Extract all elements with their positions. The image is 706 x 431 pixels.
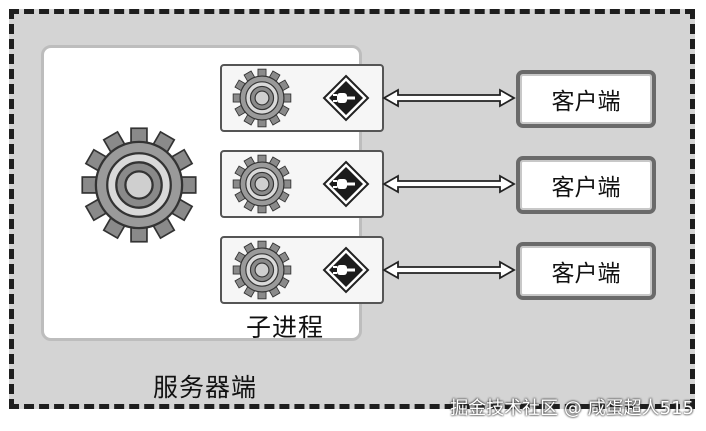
socket-plug-icon <box>323 247 369 293</box>
socket-plug-icon <box>323 75 369 121</box>
child-process-box <box>220 150 384 218</box>
bidirectional-arrow <box>383 175 515 193</box>
child-process-box <box>220 64 384 132</box>
client-box: 客户端 <box>516 70 656 128</box>
gear-icon <box>232 240 292 300</box>
bidirectional-arrow <box>383 89 515 107</box>
socket-plug-icon <box>323 161 369 207</box>
client-box: 客户端 <box>516 242 656 300</box>
client-box: 客户端 <box>516 156 656 214</box>
child-process-box <box>220 236 384 304</box>
server-label: 服务器端 <box>153 373 258 402</box>
gear-icon <box>81 127 197 243</box>
child-process-label: 子进程 <box>246 313 325 342</box>
gear-icon <box>232 68 292 128</box>
watermark: 掘金技术社区 @ 咸蛋超人515 <box>450 398 694 419</box>
gear-icon <box>232 154 292 214</box>
bidirectional-arrow <box>383 261 515 279</box>
